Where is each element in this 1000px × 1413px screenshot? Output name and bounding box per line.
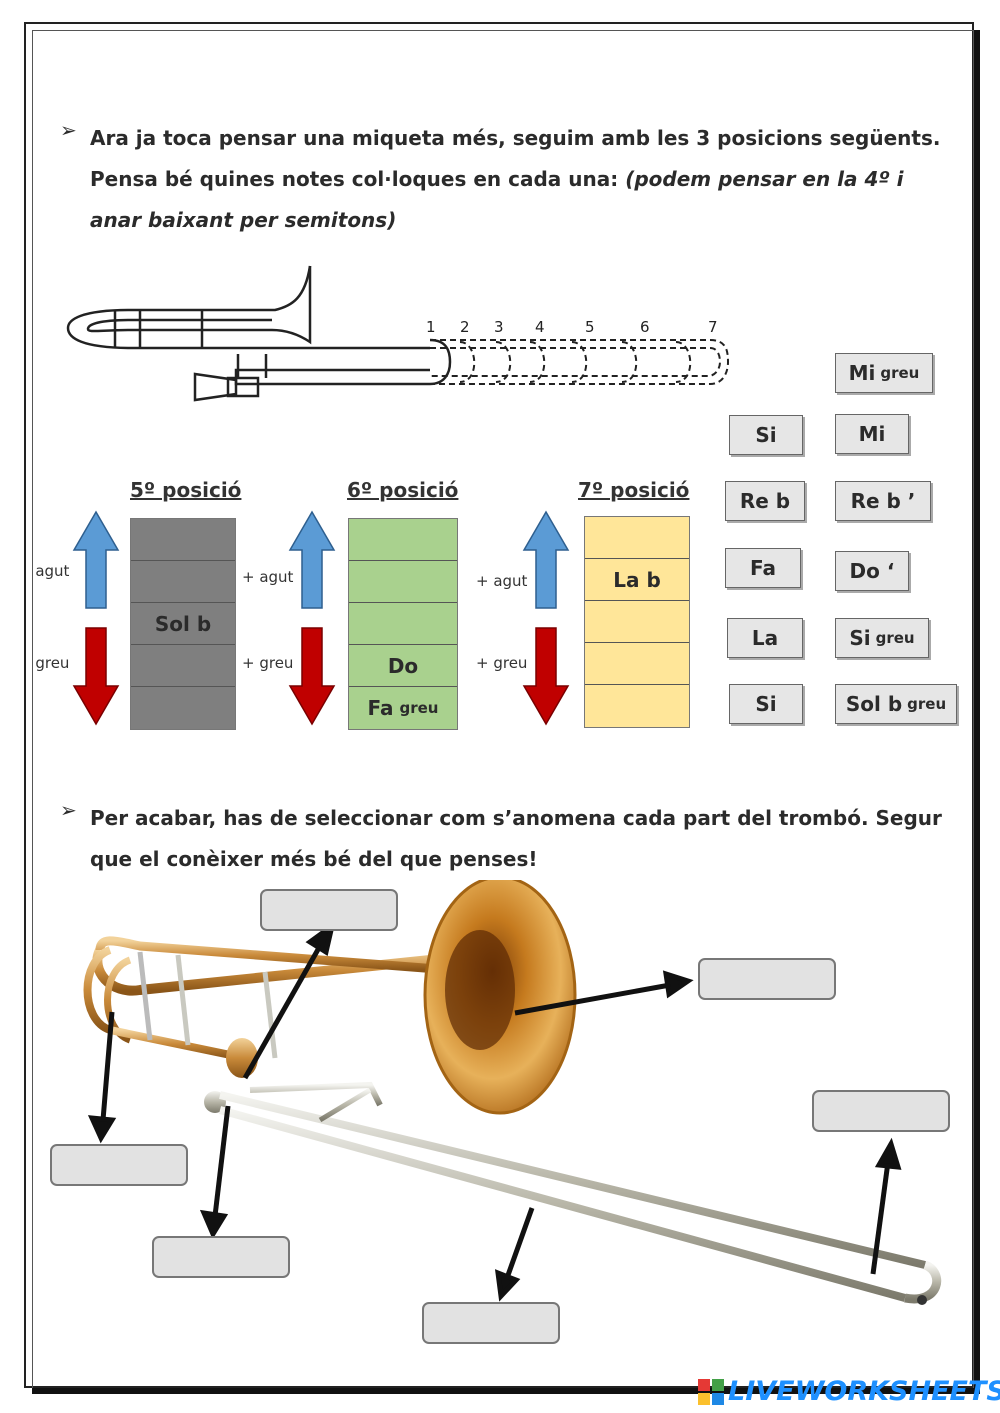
- instruction-1-line2: Pensa bé quines notes col·loques en cada…: [90, 167, 904, 191]
- draggable-note-text: Mi: [858, 422, 886, 446]
- trombone-positions-drawing-icon: [66, 265, 730, 402]
- instruction-1-line3: anar baixant per semitons): [90, 208, 397, 232]
- arrow-up-icon: [288, 510, 336, 609]
- draggable-note-text: Sol b: [845, 692, 903, 716]
- note-slot-text: La b: [613, 567, 661, 592]
- note-slot[interactable]: [131, 561, 235, 603]
- note-slot[interactable]: [131, 687, 235, 729]
- note-slot[interactable]: [585, 685, 689, 727]
- arrow-down-icon: [288, 627, 336, 726]
- arrow-up-icon: [522, 510, 570, 609]
- part-name-answer-box[interactable]: [50, 1144, 188, 1186]
- draggable-note[interactable]: Do ‘: [835, 551, 909, 591]
- higher-pitch-label: + agut: [242, 568, 294, 586]
- draggable-note[interactable]: Si: [729, 415, 803, 455]
- draggable-note-sub: greu: [880, 364, 920, 382]
- part-name-answer-box[interactable]: [422, 1302, 560, 1344]
- note-slot-text: Sol b: [154, 611, 212, 636]
- draggable-note[interactable]: Re b ’: [835, 481, 931, 521]
- bullet-arrow-icon: ➢: [60, 118, 77, 142]
- draggable-note-sub: greu: [907, 695, 947, 713]
- draggable-note-text: Si: [755, 423, 777, 447]
- part-name-answer-box[interactable]: [698, 958, 836, 1000]
- draggable-note-text: Re b: [739, 489, 791, 513]
- lower-pitch-label: + greu: [242, 654, 294, 672]
- diagram-position-number: 1: [426, 318, 436, 336]
- bullet-arrow-icon: ➢: [60, 798, 77, 822]
- brand-name: LIVEWORKSHEETS: [728, 1376, 1000, 1407]
- draggable-note-text: Re b ’: [850, 489, 916, 513]
- position-column: La b: [584, 516, 690, 728]
- note-slot-text: Fa: [367, 696, 394, 720]
- liveworksheets-logo-icon: [698, 1378, 724, 1405]
- diagram-position-number: 5: [585, 318, 595, 336]
- part-name-answer-box[interactable]: [152, 1236, 290, 1278]
- note-slot[interactable]: Do: [349, 645, 457, 687]
- arrow-down-icon: [522, 627, 570, 726]
- draggable-note-text: La: [751, 626, 779, 650]
- instruction-2-line1: Per acabar, has de seleccionar com s’ano…: [90, 806, 942, 830]
- arrow-down-icon: [72, 627, 120, 726]
- part-name-answer-box[interactable]: [260, 889, 398, 931]
- higher-pitch-label: + agut: [18, 562, 70, 580]
- draggable-note-text: Mi: [848, 361, 876, 385]
- note-slot[interactable]: La b: [585, 559, 689, 601]
- position-column: Sol b: [130, 518, 236, 730]
- note-slot-text: Do: [387, 653, 419, 678]
- draggable-note-sub: greu: [875, 629, 915, 647]
- part-name-answer-box[interactable]: [812, 1090, 950, 1132]
- diagram-position-number: 2: [460, 318, 470, 336]
- note-slot[interactable]: [131, 519, 235, 561]
- note-slot[interactable]: [585, 601, 689, 643]
- instruction-1: Ara ja toca pensar una miqueta més, segu…: [90, 118, 950, 241]
- position-title: 5º posició: [130, 478, 242, 502]
- brand: LIVEWORKSHEETS: [698, 1376, 1000, 1407]
- draggable-note[interactable]: Si: [729, 684, 803, 724]
- note-slot-sub: greu: [399, 699, 439, 717]
- diagram-position-number: 4: [535, 318, 545, 336]
- trombone-photo-icon: [83, 880, 942, 1305]
- draggable-note[interactable]: Mi: [835, 414, 909, 454]
- diagram-position-number: 6: [640, 318, 650, 336]
- diagram-position-number: 3: [494, 318, 504, 336]
- note-slot[interactable]: [349, 561, 457, 603]
- note-slot[interactable]: [585, 517, 689, 559]
- lower-pitch-label: + greu: [18, 654, 70, 672]
- note-slot[interactable]: [349, 519, 457, 561]
- arrow-up-icon: [72, 510, 120, 609]
- instruction-2: Per acabar, has de seleccionar com s’ano…: [90, 798, 950, 880]
- draggable-note[interactable]: Re b: [725, 481, 805, 521]
- note-slot[interactable]: [585, 643, 689, 685]
- note-slot[interactable]: Sol b: [131, 603, 235, 645]
- draggable-note-text: Do ‘: [849, 559, 895, 583]
- position-title: 7º posició: [578, 478, 690, 502]
- note-slot[interactable]: [349, 603, 457, 645]
- lower-pitch-label: + greu: [476, 654, 528, 672]
- instruction-2-line2: que el conèixer més bé del que penses!: [90, 847, 538, 871]
- diagram-position-number: 7: [708, 318, 718, 336]
- instruction-1-line1: Ara ja toca pensar una miqueta més, segu…: [90, 126, 941, 150]
- draggable-note-text: Si: [755, 692, 777, 716]
- draggable-note-text: Fa: [750, 556, 776, 580]
- note-slot[interactable]: [131, 645, 235, 687]
- position-title: 6º posició: [347, 478, 459, 502]
- higher-pitch-label: + agut: [476, 572, 528, 590]
- draggable-note[interactable]: Fa: [725, 548, 801, 588]
- frame-shadow-bottom: [32, 1388, 980, 1394]
- draggable-note[interactable]: La: [727, 618, 803, 658]
- draggable-note-text: Si: [849, 626, 871, 650]
- frame-shadow-right: [974, 30, 980, 1392]
